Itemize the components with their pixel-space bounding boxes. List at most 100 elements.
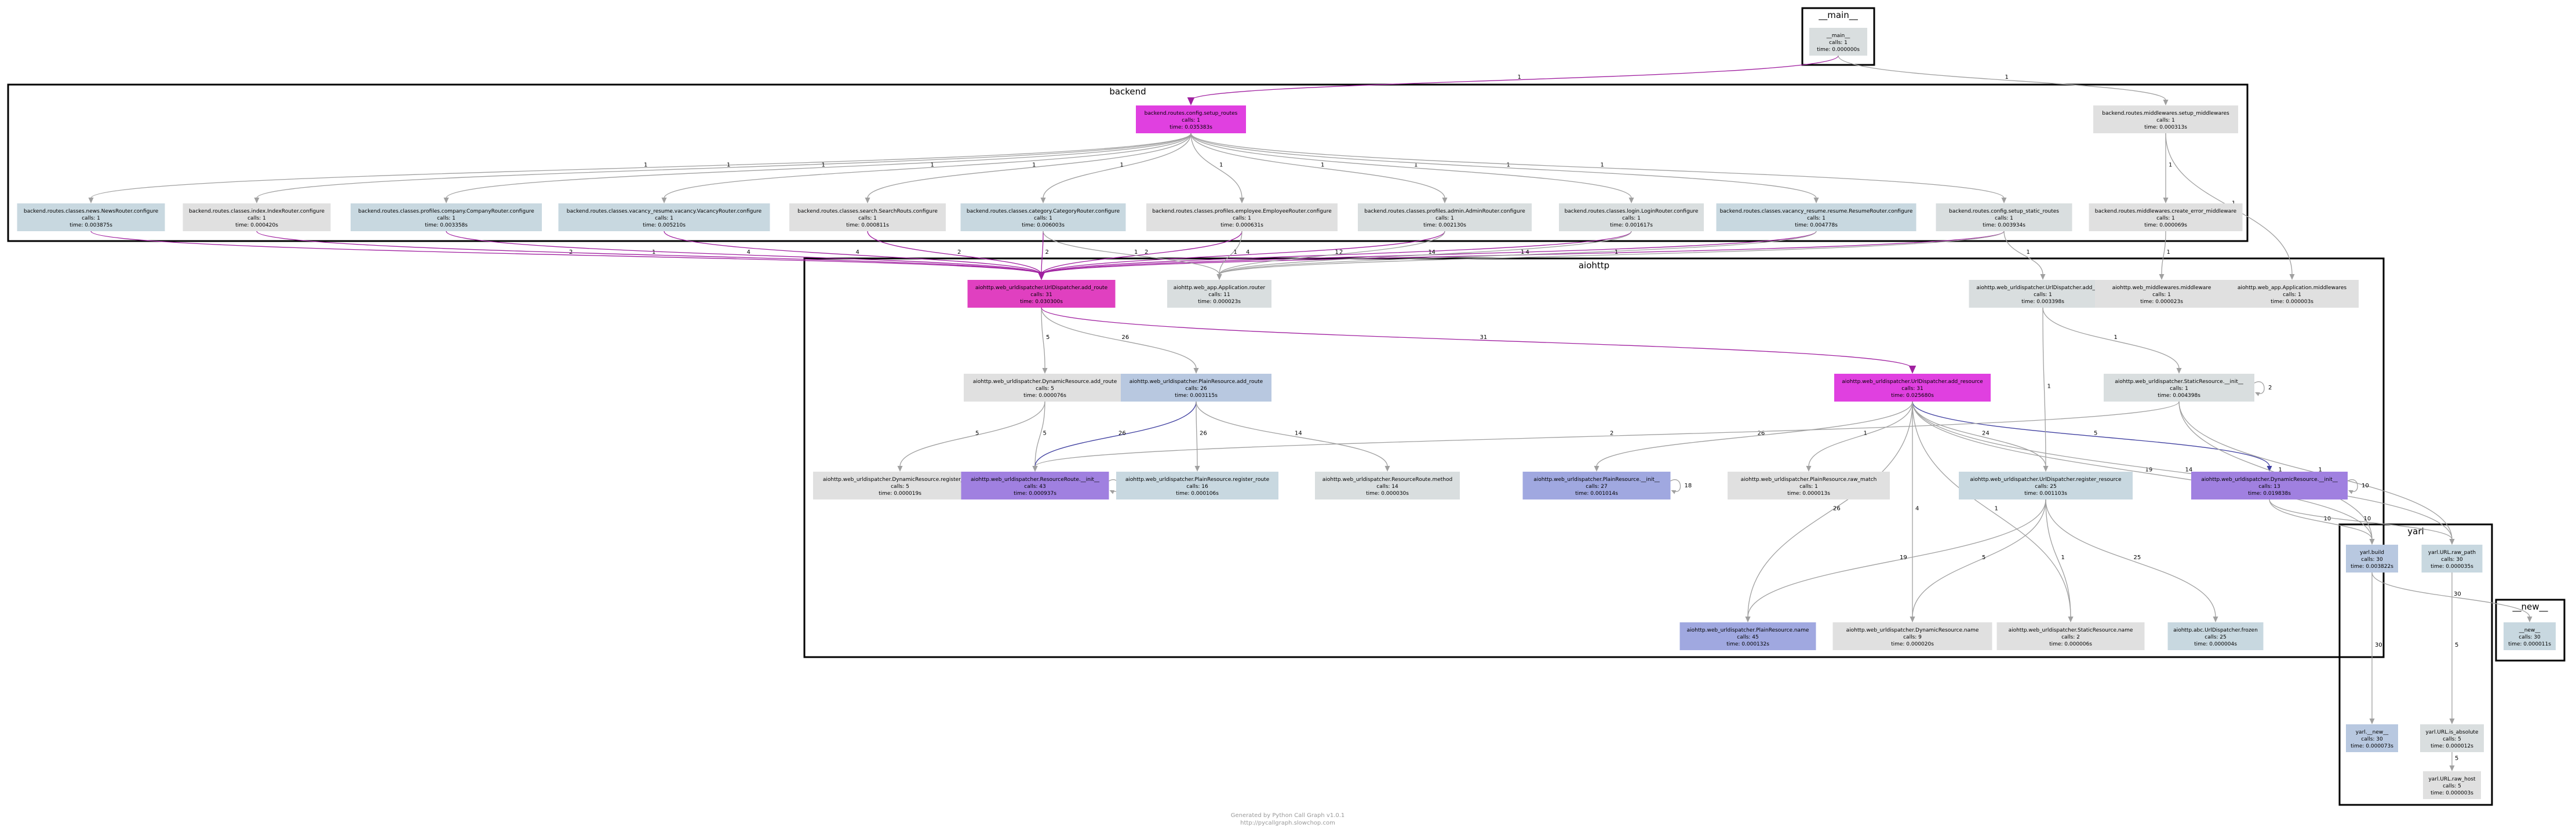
edge-setup-routes-to-resume: 1: [1190, 133, 1819, 203]
node-plain-add-route[interactable]: aiohttp.web_urldispatcher.PlainResource.…: [1121, 374, 1271, 402]
edge-arrowhead: [1908, 366, 1916, 374]
node-time: time: 0.004778s: [1795, 223, 1838, 228]
cluster-aiohttp: aiohttp: [803, 257, 2385, 658]
node-plain-init[interactable]: aiohttp.web_urldispatcher.PlainResource.…: [1522, 472, 1671, 499]
node-calls: calls: 25: [2205, 635, 2227, 640]
edge-line: [2003, 231, 2043, 275]
node-news[interactable]: backend.routes.classes.news.NewsRouter.c…: [17, 203, 165, 231]
node-time: time: 0.003875s: [70, 223, 112, 228]
edge-arrowhead: [661, 198, 667, 203]
edge-add-resource-to-static-name: 1: [1912, 401, 2074, 622]
edge-label: 30: [2375, 642, 2382, 648]
node-time: time: 0.003398s: [2021, 299, 2064, 305]
edge-label: 4: [1432, 249, 1435, 256]
node-rr-method[interactable]: aiohttp.web_urldispatcher.ResourceRoute.…: [1315, 472, 1460, 499]
edge-main-to-setup-mw: 1: [1838, 55, 2169, 105]
cluster-backend: backend: [7, 83, 2249, 242]
node-title: yarl.build: [2360, 550, 2384, 556]
node-setup-routes[interactable]: backend.routes.config.setup_routescalls:…: [1136, 105, 1246, 133]
edge-line: [1912, 401, 2071, 618]
node-title: aiohttp.web_app.Application.middlewares: [2238, 285, 2347, 291]
edge-arrowhead: [1187, 97, 1195, 105]
node-add-static[interactable]: aiohttp.web_urldispatcher.UrlDispatcher.…: [1969, 280, 2117, 308]
node-title: yarl.URL.raw_path: [2428, 550, 2476, 556]
edge-arrowhead: [1384, 466, 1390, 472]
edge-add-resource-to-raw-match: 1: [1806, 401, 1913, 472]
edge-line: [1196, 401, 1198, 467]
edge-label: 1: [1521, 249, 1524, 256]
footer-generator-text: Generated by Python Call Graph v1.0.1: [1231, 812, 1345, 819]
node-app-mw[interactable]: aiohttp.web_app.Application.middlewaresc…: [2225, 280, 2359, 308]
node-title: aiohttp.web_urldispatcher.ResourceRoute.…: [971, 477, 1099, 483]
node-calls: calls: 25: [2035, 484, 2057, 490]
node-reg-resource[interactable]: aiohttp.web_urldispatcher.UrlDispatcher.…: [1959, 472, 2133, 499]
node-dyn-name[interactable]: aiohttp.web_urldispatcher.DynamicResourc…: [1832, 622, 1992, 650]
node-middleware[interactable]: aiohttp.web_middlewares.middlewarecalls:…: [2095, 280, 2228, 308]
node-resume[interactable]: backend.routes.classes.vacancy_resume.re…: [1716, 203, 1916, 231]
node-box: [1315, 472, 1460, 499]
edge-setup-routes-to-static-routes: 1: [1190, 133, 2007, 203]
edge-arrowhead: [1745, 617, 1751, 622]
edge-reg-resource-to-frozen: 25: [2045, 499, 2218, 622]
edge-arrowhead: [2176, 368, 2182, 374]
edge-login-to-router: 1: [1216, 231, 1632, 280]
node-box: [2089, 203, 2243, 231]
edge-reg-resource-to-static-name: 1: [2045, 499, 2074, 622]
edge-label: 1: [1414, 162, 1418, 169]
node-static-init[interactable]: aiohttp.web_urldispatcher.StaticResource…: [2104, 374, 2254, 402]
node-dyn-init[interactable]: aiohttp.web_urldispatcher.DynamicResourc…: [2191, 472, 2348, 499]
edge-label: 4: [1526, 249, 1529, 256]
node-calls: calls: 5: [891, 484, 909, 490]
node-setup-mw[interactable]: backend.routes.middlewares.setup_middlew…: [2093, 105, 2238, 133]
node-plain-reg-route[interactable]: aiohttp.web_urldispatcher.PlainResource.…: [1116, 472, 1278, 499]
node-add-resource[interactable]: aiohttp.web_urldispatcher.UrlDispatcher.…: [1834, 374, 1991, 402]
edge-login-to-add-route: 2: [1037, 231, 1632, 280]
edge-label: 14: [1295, 431, 1302, 437]
node-company[interactable]: backend.routes.classes.profiles.company.…: [351, 203, 542, 231]
node-calls: calls: 1: [2283, 292, 2301, 298]
node-calls: calls: 16: [1186, 484, 1208, 490]
node-calls: calls: 1: [2156, 118, 2175, 123]
edge-resume-to-add-route: 4: [1037, 231, 1817, 280]
node-index[interactable]: backend.routes.classes.index.IndexRouter…: [183, 203, 331, 231]
node-static-name[interactable]: aiohttp.web_urldispatcher.StaticResource…: [1996, 622, 2145, 650]
node-title: backend.routes.classes.vacancy_resume.va…: [567, 209, 762, 214]
node-admin[interactable]: backend.routes.classes.profiles.admin.Ad…: [1358, 203, 1532, 231]
node-employee[interactable]: backend.routes.classes.profiles.employee…: [1146, 203, 1338, 231]
edge-line: [446, 133, 1192, 199]
edge-arrowhead: [2068, 617, 2074, 622]
edge-add-resource-to-plain-name: 26: [1745, 401, 1913, 622]
edge-label: 5: [1046, 334, 1050, 341]
edge-add-route-to-add-resource: 31: [1041, 307, 1916, 374]
node-add-route[interactable]: aiohttp.web_urldispatcher.UrlDispatcher.…: [967, 280, 1116, 308]
node-dyn-reg-route[interactable]: aiohttp.web_urldispatcher.DynamicResourc…: [813, 472, 987, 499]
node-search[interactable]: backend.routes.classes.search.SearchRout…: [789, 203, 946, 231]
node-time: time: 0.001617s: [1610, 223, 1653, 228]
node-login[interactable]: backend.routes.classes.login.LoginRouter…: [1559, 203, 1704, 231]
edge-arrowhead: [1671, 490, 1677, 494]
node-router[interactable]: aiohttp.web_app.Application.routercalls:…: [1167, 280, 1271, 308]
node-rr-init[interactable]: aiohttp.web_urldispatcher.ResourceRoute.…: [961, 472, 1109, 499]
node-vacancy[interactable]: backend.routes.classes.vacancy_resume.va…: [558, 203, 770, 231]
node-title: aiohttp.web_urldispatcher.PlainResource.…: [1125, 477, 1270, 483]
node-category[interactable]: backend.routes.classes.category.Category…: [960, 203, 1126, 231]
edge-add-resource-to-dyn-init: 5: [1912, 401, 2272, 472]
node-time: time: 0.003115s: [1175, 393, 1218, 399]
node-plain-name[interactable]: aiohttp.web_urldispatcher.PlainResource.…: [1679, 622, 1816, 650]
node-box: [17, 203, 165, 231]
edge-arrowhead: [1032, 466, 1038, 472]
node-static-routes[interactable]: backend.routes.config.setup_static_route…: [1936, 203, 2072, 231]
node-raw-match[interactable]: aiohttp.web_urldispatcher.PlainResource.…: [1728, 472, 1890, 499]
node-err-mw[interactable]: backend.routes.middlewares.create_error_…: [2089, 203, 2243, 231]
edge-arrowhead: [2163, 100, 2169, 105]
edge-arrowhead: [1042, 368, 1048, 374]
node-dyn-add-route[interactable]: aiohttp.web_urldispatcher.DynamicResourc…: [964, 374, 1126, 402]
